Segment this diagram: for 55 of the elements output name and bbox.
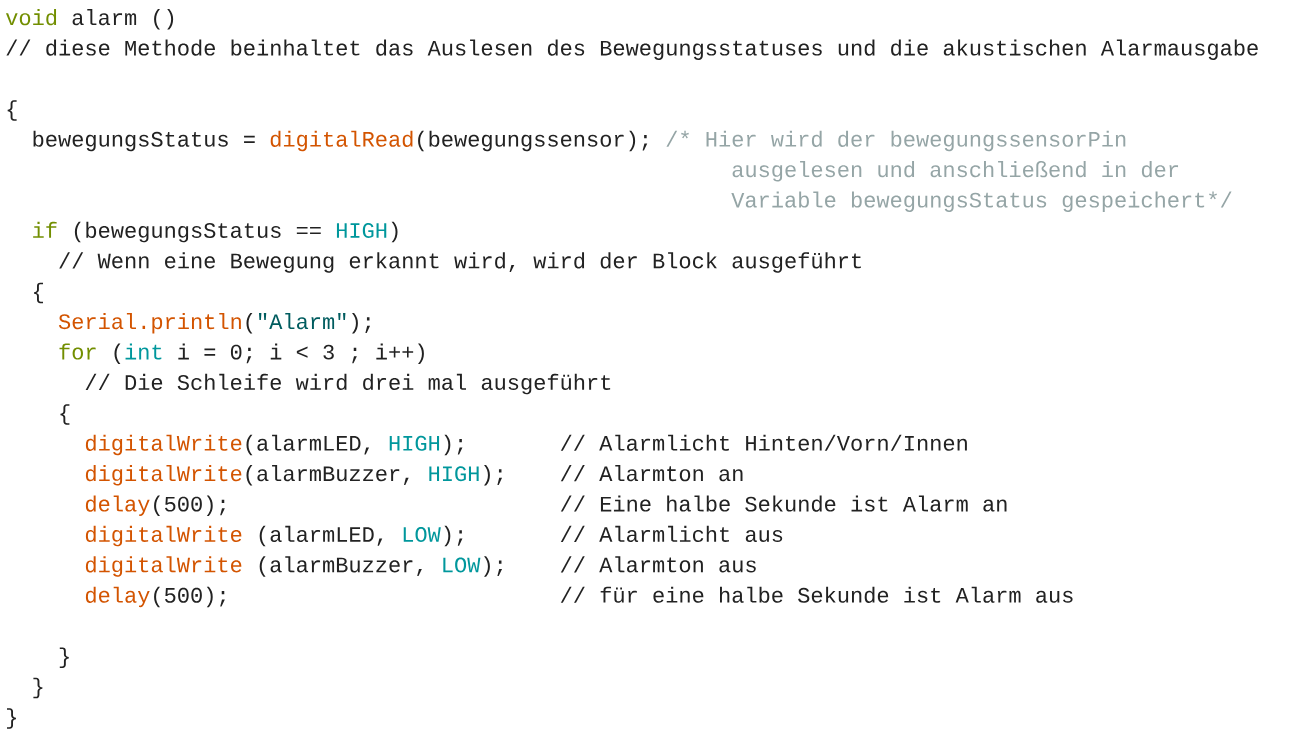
code-text: ); bbox=[484, 465, 503, 486]
function-name: digitalWrite bbox=[85, 525, 242, 547]
code-text: ( bbox=[114, 343, 121, 364]
code-text: { bbox=[7, 100, 17, 121]
code-text: { bbox=[34, 282, 43, 304]
code-keyword: if bbox=[33, 221, 57, 238]
code-text: { bbox=[60, 404, 70, 425]
code-comment: // für eine halbe Sekunde ist Alarm aus bbox=[560, 586, 1073, 603]
code-constant: HIGH bbox=[389, 435, 440, 451]
function-name: delay bbox=[85, 495, 150, 516]
code-text: ) bbox=[391, 221, 398, 243]
code-text: (bewegungssensor); bbox=[418, 130, 648, 152]
code-constant: LOW bbox=[443, 557, 481, 573]
function-name: digitalWrite bbox=[85, 434, 242, 456]
code-text: bewegungsStatus = bbox=[33, 130, 255, 152]
code-keyword: void bbox=[5, 9, 57, 26]
code-text: (500); bbox=[154, 495, 225, 516]
function-name: digitalWrite bbox=[85, 556, 242, 577]
code-text: (alarmBuzzer, bbox=[259, 556, 422, 577]
code-constant: LOW bbox=[403, 527, 441, 542]
code-text: } bbox=[7, 708, 16, 729]
code-text: ); bbox=[444, 434, 463, 456]
code-comment: // Wenn eine Bewegung erkannt wird, wird der Block ausgeführt bbox=[59, 252, 861, 273]
function-name: digitalWrite bbox=[85, 465, 242, 486]
code-comment: // Alarmton aus bbox=[560, 556, 756, 573]
code-comment: // Alarmlicht Hinten/Vorn/Innen bbox=[560, 434, 967, 451]
code-comment: // Eine halbe Sekunde ist Alarm an bbox=[560, 495, 1007, 512]
code-constant: HIGH bbox=[429, 466, 479, 482]
code-constant: int bbox=[125, 343, 162, 360]
code-text: ); bbox=[352, 313, 371, 334]
code-text: alarm () bbox=[72, 9, 174, 30]
code-text: ); bbox=[444, 525, 463, 547]
function-name: Serial.println bbox=[58, 313, 241, 334]
function-name: delay bbox=[85, 586, 150, 608]
code-comment: Variable bewegungsStatus gespeichert*/ bbox=[731, 191, 1232, 212]
code-text: ( bbox=[246, 313, 253, 334]
code-comment: // Die Schleife wird drei mal ausgeführt bbox=[85, 373, 611, 395]
code-text: } bbox=[59, 647, 69, 668]
code-text: (alarmBuzzer, bbox=[246, 465, 409, 486]
code-text: (500); bbox=[154, 586, 225, 608]
code-comment: // Alarmlicht aus bbox=[560, 525, 783, 542]
code-comment: /* Hier wird der bewegungssensorPin bbox=[666, 130, 1126, 152]
code-constant: HIGH bbox=[336, 223, 387, 238]
string-literal: "Alarm" bbox=[259, 313, 346, 330]
code-comment: // diese Methode beinhaltet das Auslesen des Bewegungsstatuses und die akustischen Alarmausgabe bbox=[6, 39, 1258, 60]
code-comment: // Alarmton an bbox=[560, 465, 743, 482]
code-text: (alarmLED, bbox=[246, 434, 370, 456]
code-text: i = 0; i < 3 ; i++) bbox=[178, 343, 424, 364]
code-text: ); bbox=[484, 556, 503, 577]
code-text: (alarmLED, bbox=[259, 525, 383, 547]
function-name: digitalRead bbox=[270, 130, 413, 152]
code-text: (bewegungsStatus == bbox=[74, 221, 321, 243]
code-text: } bbox=[33, 677, 43, 699]
code-comment: ausgelesen und anschließend in der bbox=[732, 161, 1179, 182]
code-keyword: for bbox=[59, 343, 96, 360]
